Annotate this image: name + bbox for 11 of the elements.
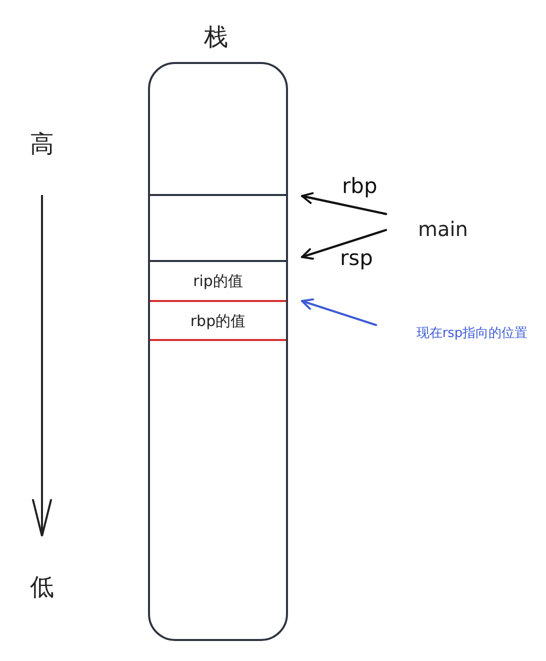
level-label: 高 — [30, 132, 54, 156]
edge-label: rbp — [342, 176, 378, 197]
cell-text: rbp的值 — [190, 312, 246, 330]
stack-title: 栈 — [204, 25, 228, 49]
note-text: main — [418, 217, 468, 241]
arrow — [300, 298, 378, 326]
arrow — [300, 192, 388, 216]
cell-text: rip的值 — [193, 272, 243, 291]
level-label: 低 — [30, 575, 54, 599]
arrow — [300, 228, 388, 260]
note-text: 现在rsp指向的位置 — [416, 325, 528, 342]
